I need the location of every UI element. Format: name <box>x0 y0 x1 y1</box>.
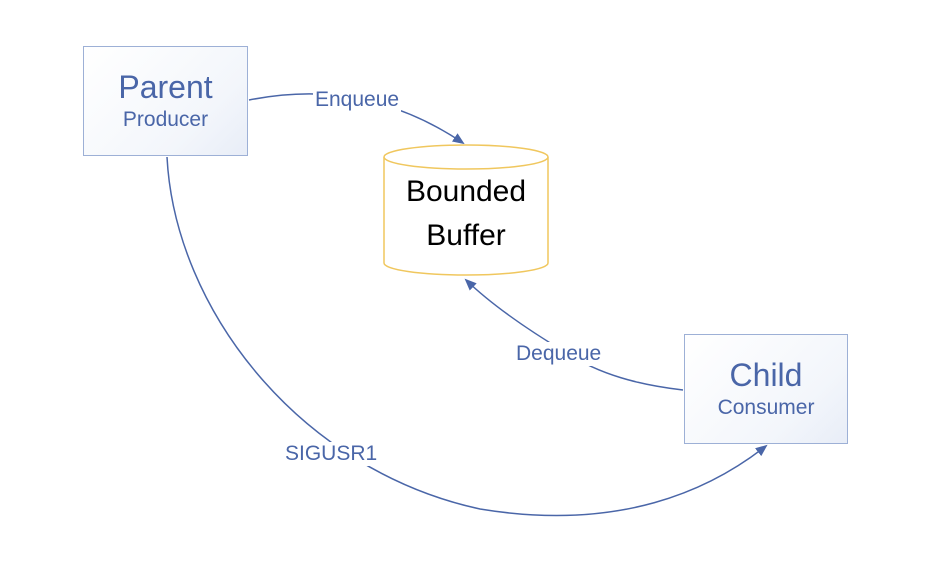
dequeue-edge <box>464 278 684 391</box>
sigusr1-label: SIGUSR1 <box>283 442 380 466</box>
bounded-buffer-label: Bounded Buffer <box>384 170 548 258</box>
buffer-label-line1: Bounded <box>405 175 527 208</box>
parent-producer-node: Parent Producer <box>83 46 248 156</box>
parent-title: Parent <box>118 69 213 105</box>
enqueue-label: Enqueue <box>313 88 402 112</box>
buffer-label-line2: Buffer <box>426 219 506 252</box>
parent-subtitle: Producer <box>122 108 209 131</box>
child-title: Child <box>729 357 803 393</box>
child-consumer-node: Child Consumer <box>684 334 848 444</box>
child-subtitle: Consumer <box>717 396 815 419</box>
dequeue-label: Dequeue <box>514 342 604 366</box>
sigusr1-edge <box>166 156 768 517</box>
bounded-buffer-cylinder <box>383 144 549 276</box>
